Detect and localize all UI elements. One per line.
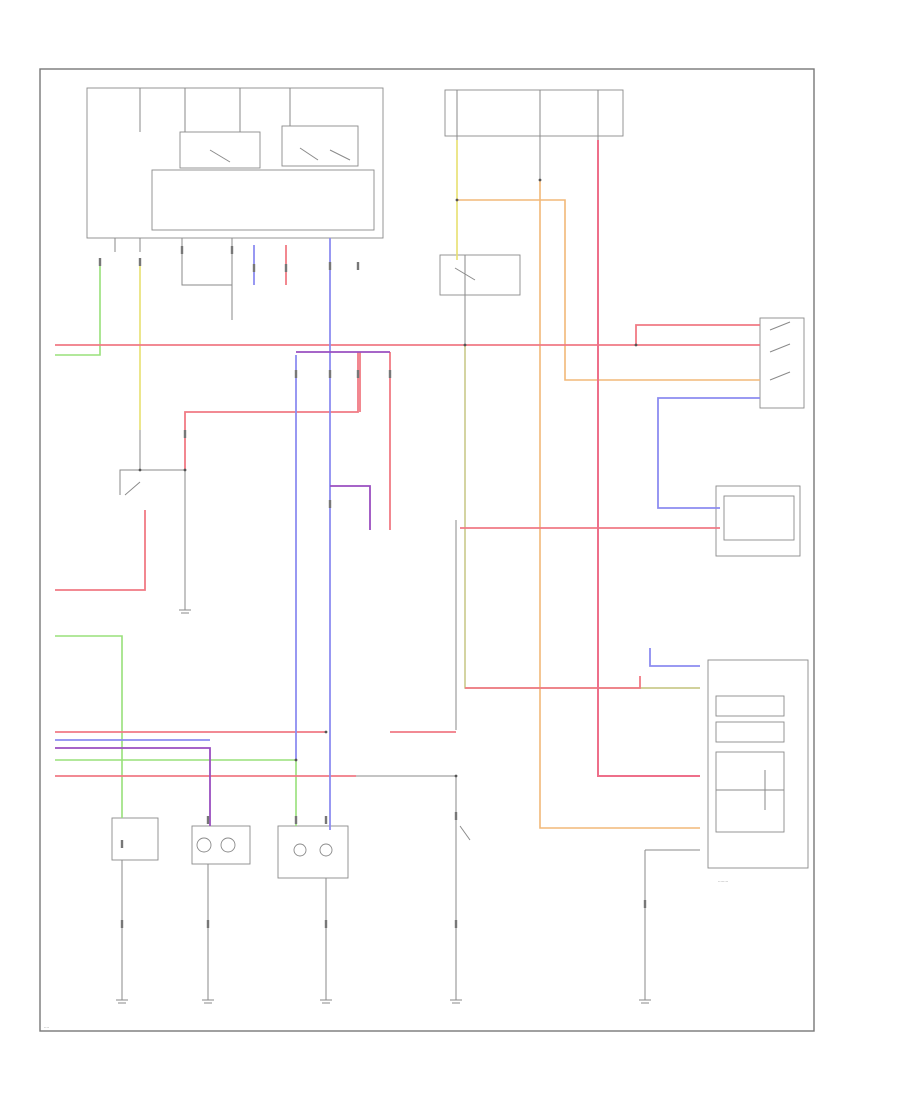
module-box-right-inner: [723, 495, 795, 541]
combination-meter-box: [707, 659, 809, 869]
corner-note: ....: [44, 1024, 49, 1029]
diagram-frame: [39, 68, 815, 1032]
wire-olive: [464, 345, 700, 689]
combination-meter-inner-1: [715, 695, 785, 717]
module-box-right: [715, 485, 801, 557]
inner-switch-box-right: [281, 125, 359, 167]
lamp-box-center: [277, 825, 349, 879]
combination-meter-caption: ........: [718, 878, 728, 883]
combination-meter-inner-2: [715, 721, 785, 743]
wire-purple: [55, 351, 390, 826]
component-boxes: [86, 87, 809, 879]
fuse-block-box: [444, 89, 624, 137]
wire-pink: [597, 140, 700, 777]
combination-meter-inner-3: [715, 751, 785, 833]
inner-switch-box-left: [179, 131, 261, 169]
lamp-box-left: [111, 817, 159, 861]
combination-switch-box: [86, 87, 384, 239]
combination-switch-inner-box: [151, 169, 375, 231]
switch-box-right-top: [759, 317, 805, 409]
ground-symbols: [116, 609, 651, 1004]
circuit-lines-gray: [114, 88, 791, 1000]
wire-blue: [55, 238, 760, 830]
lamp-symbols: [196, 837, 333, 857]
lamp-box-center-left: [191, 825, 251, 865]
wire-orange: [457, 180, 760, 829]
wire-red: [55, 245, 760, 777]
pin-markers: [98, 246, 647, 928]
connector-dots: [138, 178, 638, 778]
wire-green: [55, 262, 297, 826]
relay-box-mid: [439, 254, 521, 296]
